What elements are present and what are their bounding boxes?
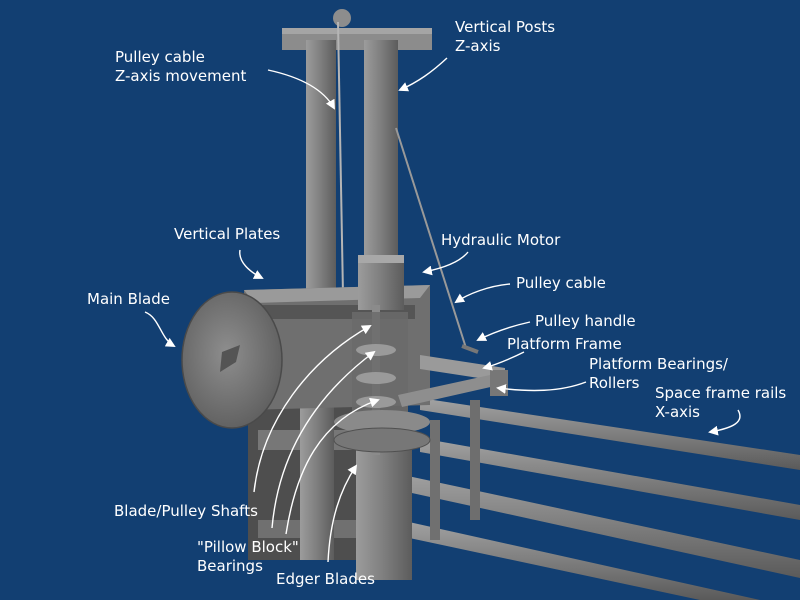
hydraulic-motor	[358, 255, 404, 310]
label-pillow-block: "Pillow Block" Bearings	[197, 538, 299, 576]
label-vertical-posts: Vertical Posts Z-axis	[455, 18, 555, 56]
label-platform-bearings-line2: Rollers	[589, 374, 640, 392]
label-pulley-handle-line1: Pulley handle	[535, 312, 636, 330]
label-pillow-block-line1: "Pillow Block"	[197, 538, 299, 556]
label-hydraulic-motor: Hydraulic Motor	[441, 231, 560, 250]
callout-arrows	[144, 57, 741, 563]
label-platform-frame: Platform Frame	[507, 335, 622, 354]
label-pillow-block-line2: Bearings	[197, 557, 263, 575]
space-frame-rails	[380, 398, 800, 600]
pulley-cable	[395, 127, 467, 349]
label-platform-bearings: Platform Bearings/ Rollers	[589, 355, 728, 393]
label-space-frame-rails-line1: Space frame rails	[655, 384, 787, 402]
label-platform-frame-line1: Platform Frame	[507, 335, 622, 353]
label-pulley-cable-z: Pulley cable Z-axis movement	[115, 48, 246, 86]
label-vertical-posts-line1: Vertical Posts	[455, 18, 556, 36]
pulley-cable-z	[337, 21, 344, 296]
label-edger-blades: Edger Blades	[276, 570, 375, 589]
label-pulley-cable: Pulley cable	[516, 274, 606, 293]
label-vertical-plates-line1: Vertical Plates	[174, 225, 281, 243]
label-vertical-posts-line2: Z-axis	[455, 37, 501, 55]
label-space-frame-rails: Space frame rails X-axis	[655, 384, 786, 422]
main-blade	[181, 291, 283, 429]
vertical-posts	[282, 9, 432, 290]
label-blade-pulley-shafts-line1: Blade/Pulley Shafts	[114, 502, 258, 520]
label-space-frame-rails-line2: X-axis	[655, 403, 700, 421]
label-main-blade-line1: Main Blade	[87, 290, 170, 308]
label-pulley-handle: Pulley handle	[535, 312, 636, 331]
label-pulley-cable-line1: Pulley cable	[516, 274, 606, 292]
label-edger-blades-line1: Edger Blades	[276, 570, 375, 588]
label-pulley-cable-z-line1: Pulley cable	[115, 48, 205, 66]
label-pulley-cable-z-line2: Z-axis movement	[115, 67, 247, 85]
label-platform-bearings-line1: Platform Bearings/	[589, 355, 728, 373]
label-main-blade: Main Blade	[87, 290, 170, 309]
label-blade-pulley-shafts: Blade/Pulley Shafts	[114, 502, 258, 521]
label-hydraulic-motor-line1: Hydraulic Motor	[441, 231, 561, 249]
label-vertical-plates: Vertical Plates	[174, 225, 280, 244]
edger-blades	[333, 410, 431, 453]
